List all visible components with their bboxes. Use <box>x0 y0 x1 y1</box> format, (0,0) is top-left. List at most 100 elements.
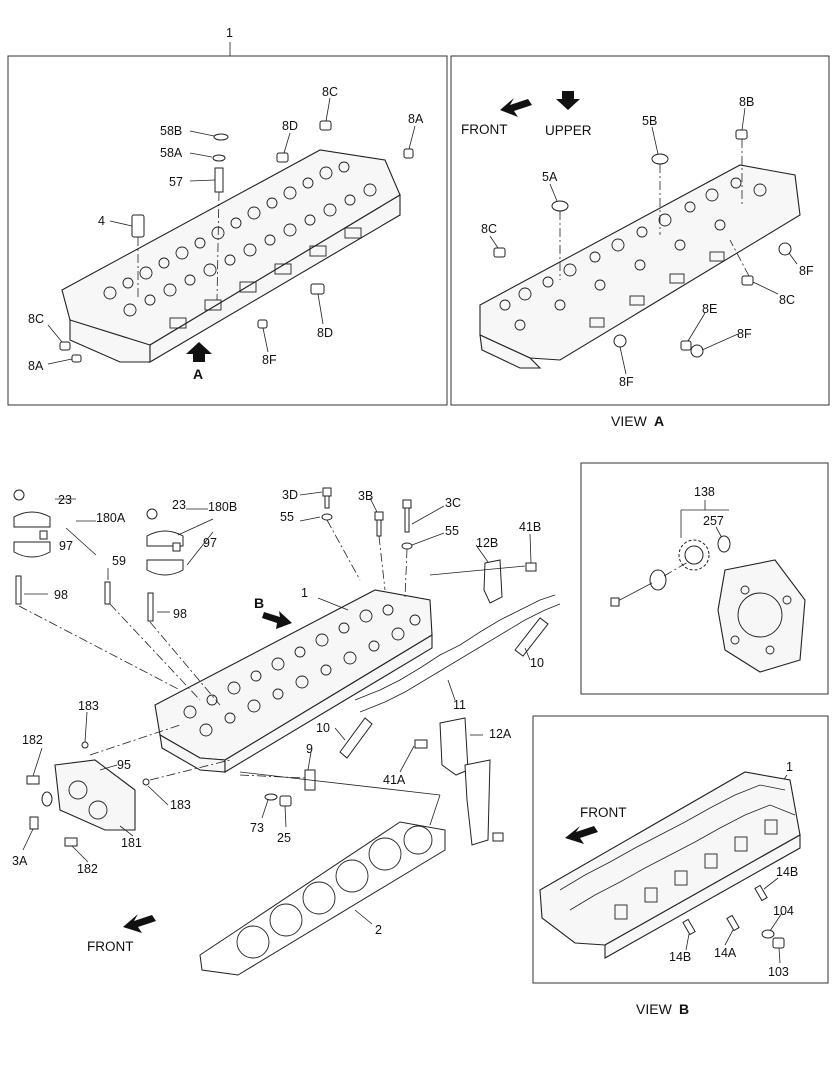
panel-2-frame <box>450 55 830 406</box>
callout-95: 95 <box>117 758 131 772</box>
panel-4-frame <box>532 715 829 984</box>
panel-view-a: FRONT UPPER <box>450 55 830 406</box>
direction-arrow-icon <box>500 98 532 117</box>
studs-view-b <box>682 884 785 949</box>
callout-8c-left-p2: 8C <box>481 222 497 236</box>
head-holes <box>103 161 377 329</box>
direction-arrow-icon <box>556 91 580 110</box>
callout-8c-right-p2: 8C <box>779 293 795 307</box>
callout-1-view-b: 1 <box>786 760 793 774</box>
callout-3d: 3D <box>282 488 298 502</box>
bearing-caps-mid <box>146 508 184 622</box>
front-label-exploded: FRONT <box>87 939 134 954</box>
callout-98-left: 98 <box>54 588 68 602</box>
callout-8b-p2: 8B <box>739 95 754 109</box>
callout-55-left: 55 <box>280 510 294 524</box>
callout-8d-top: 8D <box>282 119 298 133</box>
view-b-word: VIEW <box>636 1001 673 1017</box>
callout-98-mid: 98 <box>173 607 187 621</box>
view-a-word: VIEW <box>611 413 648 429</box>
callout-183-mid: 183 <box>170 798 191 812</box>
callout-3c: 3C <box>445 496 461 510</box>
arrow-b: B <box>254 595 292 629</box>
callout-59: 59 <box>112 554 126 568</box>
timing-case-drawing <box>717 559 806 673</box>
bracket-12a <box>414 717 504 846</box>
arrow-a-label: A <box>193 366 203 382</box>
callout-10-mid: 10 <box>316 721 330 735</box>
callout-9: 9 <box>306 742 313 756</box>
callout-8f-bottom-p2: 8F <box>619 375 634 389</box>
cylinder-head-exploded <box>154 589 433 773</box>
callout-11: 11 <box>453 698 466 712</box>
callout-8f: 8F <box>262 353 277 367</box>
callout-1-top: 1 <box>226 26 233 40</box>
callout-104: 104 <box>773 904 794 918</box>
callout-58b: 58B <box>160 124 182 138</box>
callout-14a: 14A <box>714 946 737 960</box>
cylinder-head-view-b <box>539 771 801 959</box>
callout-57: 57 <box>169 175 183 189</box>
callout-8c-left: 8C <box>28 312 44 326</box>
panel-cylinder-head-perspective: 58B 58A 57 4 8D 8C 8A 8C 8A 8F 8D A <box>7 55 448 406</box>
view-b-caption: VIEW B <box>636 1001 689 1017</box>
direction-arrow-icon <box>262 611 292 629</box>
panel-gear: 138 257 <box>580 462 829 695</box>
direction-arrow-icon <box>123 914 156 933</box>
callout-8f-lower-p2: 8F <box>737 327 752 341</box>
panel-3-frame <box>580 462 829 695</box>
callout-14b-bottom: 14B <box>669 950 691 964</box>
front-label-view-a: FRONT <box>461 122 508 137</box>
callout-58a: 58A <box>160 146 183 160</box>
view-a-caption: VIEW A <box>611 413 664 429</box>
bolts-top <box>321 487 537 604</box>
view-b-letter: B <box>679 1001 689 1017</box>
callout-12a: 12A <box>489 727 512 741</box>
callout-73: 73 <box>250 821 264 835</box>
callout-183-top: 183 <box>78 699 99 713</box>
thermostat-housing <box>26 741 150 847</box>
callout-23-mid: 23 <box>172 498 186 512</box>
callout-2: 2 <box>375 923 382 937</box>
callout-180a: 180A <box>96 511 126 525</box>
view-a-letter: A <box>654 413 664 429</box>
leaders-p4 <box>685 877 783 964</box>
callout-97-left: 97 <box>59 539 73 553</box>
head-gasket-drawing <box>199 821 446 976</box>
callout-8e: 8E <box>702 302 717 316</box>
direction-arrow-icon <box>186 342 212 362</box>
callout-5a: 5A <box>542 170 558 184</box>
callout-23-left: 23 <box>58 493 72 507</box>
callout-1-exploded: 1 <box>301 586 308 600</box>
callout-25: 25 <box>277 831 291 845</box>
cylinder-head-view-a <box>479 164 801 369</box>
panel-1-frame <box>7 55 448 406</box>
small-parts-p1 <box>59 120 414 363</box>
callout-8f-right-p2: 8F <box>799 264 814 278</box>
callout-8c-top: 8C <box>322 85 338 99</box>
callout-10-right: 10 <box>530 656 544 670</box>
leaders-exploded <box>18 491 532 925</box>
callout-138: 138 <box>694 485 715 499</box>
callout-8a-right: 8A <box>408 112 424 126</box>
panel-view-b: 1 FRONT 14B 104 14B 1 <box>532 715 829 984</box>
callout-55-right: 55 <box>445 524 459 538</box>
callout-41a: 41A <box>383 773 406 787</box>
callout-8a-left: 8A <box>28 359 44 373</box>
callout-41b: 41B <box>519 520 541 534</box>
upper-label: UPPER <box>545 123 592 138</box>
exploded-view: 23 180A 97 98 59 23 180B 97 98 3D 55 3B … <box>12 487 561 976</box>
callout-182-bottom: 182 <box>77 862 98 876</box>
callout-4: 4 <box>98 214 105 228</box>
bearing-caps-left <box>13 489 111 605</box>
direction-arrow-icon <box>565 826 598 844</box>
callout-14b-right: 14B <box>776 865 798 879</box>
front-label-view-b: FRONT <box>580 805 627 820</box>
arrow-b-label: B <box>254 595 264 611</box>
leaders-p2 <box>489 107 798 375</box>
callout-182-top: 182 <box>22 733 43 747</box>
cylinder-head-drawing <box>61 149 401 363</box>
callout-103: 103 <box>768 965 789 979</box>
callout-5b: 5B <box>642 114 657 128</box>
